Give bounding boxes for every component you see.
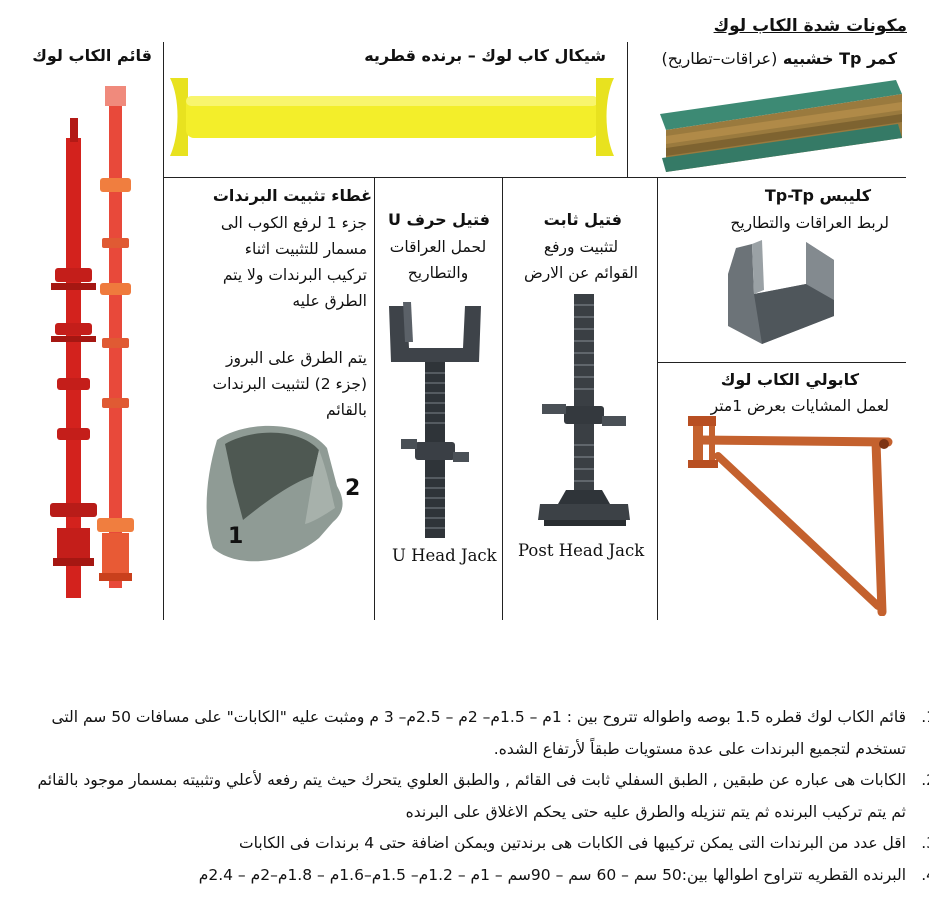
note-text: البرنده القطريه تتراوح اطوالها بين:50 سم… — [198, 865, 906, 884]
text-line: (جزء 2) لتثبيت البرندات — [212, 375, 367, 393]
cup-title: غطاء تثبيت البرندات — [212, 186, 372, 205]
u-head-jack-image — [389, 302, 481, 538]
note-number: .3 — [921, 834, 929, 852]
notes-list: .1 قائم الكاب لوك قطره 1.5 بوصه واطواله … — [34, 702, 929, 891]
cup-description-2: يتم الطرق على البروز (جزء 2) لتثبيت البر… — [177, 345, 367, 423]
note-number: .1 — [921, 708, 929, 726]
text-line: مسمار للتثبيت اثناء — [244, 240, 367, 258]
bracket-description: لعمل المشايات بعرض 1متر — [711, 393, 889, 419]
base-jack-caption: Post Head Jack — [518, 541, 645, 560]
text-line: جزء 1 لرفع الكوب الى — [220, 214, 367, 232]
divider — [627, 42, 628, 177]
standard-title: قائم الكاب لوك — [32, 46, 152, 65]
u-jack-description: لحمل العراقات والتطاريح — [380, 234, 496, 286]
note-text: اقل عدد من البرندات التى يمكن تركيبها فى… — [239, 834, 906, 852]
beam-title-text: كمر Tp خشبيه — [782, 49, 897, 68]
note-item: .2 الكابات هى عباره عن طبقين , الطبق الس… — [34, 765, 929, 828]
note-item: .3 اقل عدد من البرندات التى يمكن تركيبها… — [34, 828, 929, 860]
clip-title: كليبس Tp-Tp — [764, 186, 871, 205]
divider — [657, 177, 658, 620]
text-line: لعمل المشايات بعرض 1متر — [710, 397, 889, 415]
divider — [163, 42, 164, 620]
page-title: مكونات شدة الكاب لوك — [713, 16, 907, 36]
cup-description-1: جزء 1 لرفع الكوب الى مسمار للتثبيت اثناء… — [177, 210, 367, 314]
bracket-image — [688, 416, 893, 616]
note-text: الكابات هى عباره عن طبقين , الطبق السفلي… — [37, 771, 906, 821]
timber-beam-image — [660, 80, 902, 172]
beam-title: كمر Tp خشبيه (عراقات–تطاريح) — [661, 49, 897, 68]
part-label-1: 1 — [228, 524, 244, 549]
note-item: .1 قائم الكاب لوك قطره 1.5 بوصه واطواله … — [34, 702, 929, 765]
text-line: لربط العراقات والتطاريح — [730, 214, 889, 232]
u-jack-caption: U Head Jack — [392, 546, 497, 565]
post-head-jack-image — [538, 294, 630, 526]
base-jack-title: فتيل ثابت — [543, 210, 622, 229]
text-line: القوائم عن الارض — [523, 264, 639, 282]
note-text: قائم الكاب لوك قطره 1.5 بوصه واطواله تتر… — [51, 708, 906, 758]
ledger-title: شيكال كاب لوك – برنده قطريه — [364, 46, 606, 65]
clip-description: لربط العراقات والتطاريح — [730, 210, 889, 236]
divider — [163, 177, 906, 178]
text-line: بالقائم — [326, 401, 367, 419]
thread-marks — [425, 372, 445, 529]
ledger-image — [170, 78, 614, 156]
u-jack-title: فتيل حرف U — [387, 210, 490, 229]
note-number: .2 — [921, 771, 929, 789]
cup-cover-image — [206, 425, 343, 562]
divider — [502, 177, 503, 620]
divider — [374, 177, 375, 620]
text-line: الطرق عليه — [292, 292, 367, 310]
divider — [657, 362, 906, 363]
text-line: تركيب البرندات ولا يتم — [222, 266, 367, 284]
clip-image — [728, 240, 834, 344]
note-number: .4 — [921, 865, 929, 884]
thread-marks — [574, 304, 594, 482]
red-standard-pipe — [50, 118, 97, 598]
text-line: والتطاريح — [407, 264, 469, 282]
text-line: يتم الطرق على البروز — [226, 349, 367, 367]
text-line: لتثبيت ورفع — [543, 238, 619, 256]
orange-standard-pipe — [97, 86, 134, 588]
beam-subtitle: (عراقات–تطاريح) — [661, 49, 778, 68]
standard-image — [50, 86, 134, 598]
note-item: .4 البرنده القطريه تتراوح اطوالها بين:50… — [34, 860, 929, 892]
base-jack-description: لتثبيت ورفع القوائم عن الارض — [508, 234, 654, 286]
text-line: لحمل العراقات — [389, 238, 487, 256]
part-label-2: 2 — [345, 476, 361, 501]
bracket-title: كابولي الكاب لوك — [720, 370, 859, 389]
